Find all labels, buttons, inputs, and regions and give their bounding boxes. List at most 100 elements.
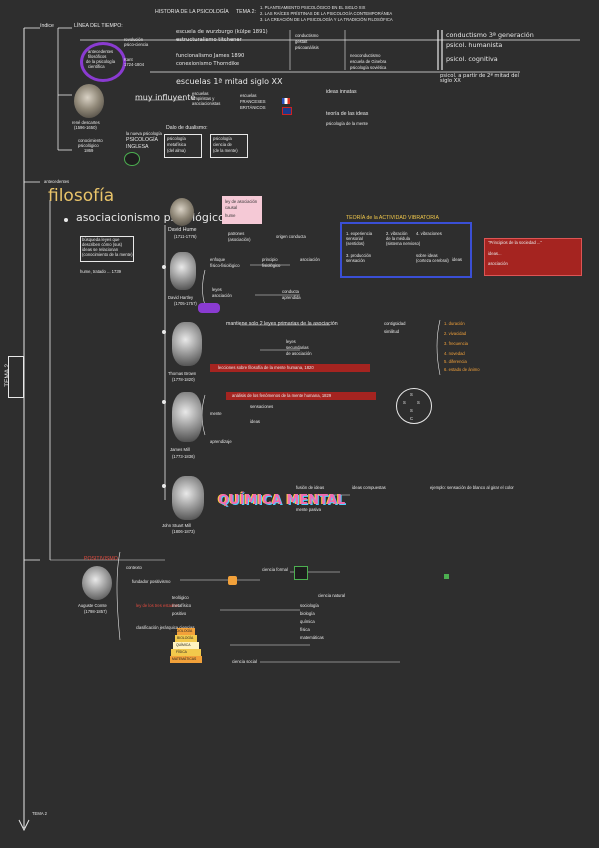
index-label: índice bbox=[40, 23, 54, 29]
antecedentes-4: científica bbox=[88, 64, 105, 69]
ciencia-2: ciencia de bbox=[213, 142, 232, 147]
revolucion-sub: psico-ciencia bbox=[124, 42, 149, 47]
brown-item-3: similitud bbox=[384, 329, 400, 334]
footer-label: TEMA 2 bbox=[32, 811, 47, 816]
brown-item-4: leyes bbox=[286, 339, 296, 344]
brown-item-2: contigüidad bbox=[384, 321, 406, 326]
hume-years: (1711-1776) bbox=[174, 234, 197, 239]
mill-item-2: sensaciones bbox=[250, 404, 274, 409]
header-topic: TEMA 2: bbox=[236, 9, 256, 15]
search-icon bbox=[124, 152, 140, 166]
hartley-path-1: leyes bbox=[212, 287, 222, 292]
brown-item-5: secundarias bbox=[286, 345, 309, 350]
mid-item-1: escuela de wurzburgo (külpe 1891) bbox=[176, 29, 268, 35]
mill-band bbox=[226, 392, 376, 400]
pyramid-label-4: FÍSICA bbox=[176, 650, 187, 654]
brown-years: (1778-1820) bbox=[172, 377, 195, 382]
brown-item-6: de asociación bbox=[286, 351, 312, 356]
hume-note: ley de asociación causal hume bbox=[222, 196, 262, 224]
header-point-2: 2. LAS RAÍCES PRÍSTINAS DE LA PSICOLOGÍA… bbox=[260, 11, 393, 16]
paises-3: BRITÁNICOS bbox=[240, 105, 266, 110]
red-note-1: "Principios de la sociedad ..." bbox=[488, 240, 542, 245]
definicion-4: (conocimiento de la mente) bbox=[82, 252, 133, 257]
positivismo-title: POSITIVISMO bbox=[84, 556, 118, 562]
teoria-cell-8: sensación bbox=[346, 258, 365, 263]
pyramid-level-3: QUÍMICA bbox=[173, 642, 199, 649]
letter-1: S bbox=[410, 392, 413, 397]
pos-item-9: biología bbox=[300, 611, 315, 616]
pos-item-6: ciencia natural bbox=[318, 593, 346, 598]
metafisica-1: psicología bbox=[167, 136, 186, 141]
brown-list-5: 5. diferencia bbox=[444, 359, 467, 364]
hartley-item-5: asociación bbox=[300, 257, 320, 262]
pyramid-label-3: QUÍMICA bbox=[176, 643, 191, 647]
mill-dot bbox=[162, 400, 166, 404]
metafisica-2: metafísica bbox=[167, 142, 187, 147]
asociacionismo-title: asociacionismo psicológico bbox=[76, 211, 225, 224]
right-note: psicol. a partir de 2ª mitad del siglo X… bbox=[440, 73, 519, 85]
mill-item-1: mente bbox=[210, 411, 222, 416]
teoria-box bbox=[340, 222, 472, 278]
hartley-name: David Hartley bbox=[168, 295, 194, 300]
filosofia-title: filosofía bbox=[48, 186, 115, 206]
pos-item-1: contexto bbox=[126, 565, 142, 570]
ciencia-3: (de la mente) bbox=[213, 148, 238, 153]
teoria-cell-12: ideas bbox=[452, 257, 463, 262]
hume-path-1: patrones bbox=[228, 231, 245, 236]
stuart-item-3: mente pasiva bbox=[296, 507, 321, 512]
pyramid-level-2: BIOLOGÍA bbox=[175, 635, 197, 642]
hartley-portrait bbox=[170, 252, 196, 290]
mid-item-4: conexionismo Thorndike bbox=[176, 61, 240, 67]
hume-note-1: ley de asociación bbox=[225, 199, 258, 204]
teoria-cell-9: 4. vibraciones bbox=[416, 231, 442, 236]
hartley-item-2: físico-fisiológico bbox=[210, 263, 240, 268]
hartley-item-3: principio bbox=[262, 257, 278, 262]
pos-item-11: física bbox=[300, 627, 310, 632]
pos-item-7: ciencia social bbox=[232, 659, 257, 664]
escuelas-label: escuelas 1ª mitad siglo XX bbox=[176, 77, 283, 86]
pos-item-2: fundador positivismo bbox=[132, 579, 171, 584]
hume-note-3: hume bbox=[225, 213, 236, 218]
mid-item-3: funcionalismo James 1890 bbox=[176, 53, 245, 59]
hume-path-3: origen conducta bbox=[276, 234, 306, 239]
quimica-mental: QUÍMICA MENTAL bbox=[218, 493, 346, 508]
paises-2: FRANCESES bbox=[240, 99, 266, 104]
hume-note-2: causal bbox=[225, 205, 238, 210]
stuart-dot bbox=[162, 484, 166, 488]
letter-2: S bbox=[403, 400, 406, 405]
mill-item-3: ideas bbox=[250, 419, 261, 424]
pyramid-label-5: MATEMÁTICAS bbox=[172, 657, 197, 661]
psic-inglesa-3: INGLESA bbox=[126, 144, 149, 150]
teoria-cell-5: de la médula bbox=[386, 236, 410, 241]
timeline-label: LÍNEA DEL TIEMPO: bbox=[74, 23, 123, 29]
col3-2: gestalt bbox=[295, 39, 308, 44]
antecedentes-2: filosóficos bbox=[88, 54, 107, 59]
revolucion: revolución bbox=[124, 37, 144, 42]
paises-1: escuelas bbox=[240, 93, 257, 98]
teoria-ideas: teoría de las ideas bbox=[326, 111, 369, 117]
mill-name: James Mill bbox=[170, 447, 190, 452]
teoria-cell-1: 1. experiencia bbox=[346, 231, 373, 236]
stuart-item-1: fusión de ideas bbox=[296, 485, 325, 490]
mill-item-4: aprendizaje bbox=[210, 439, 232, 444]
pos-item-3: ley de los tres estadios bbox=[136, 603, 179, 608]
kant-years: 1724-1804 bbox=[124, 62, 145, 67]
col4-2: escuela de Ginebra bbox=[350, 59, 387, 64]
brown-list-1: 1. duración bbox=[444, 321, 465, 326]
letter-5: C bbox=[410, 416, 414, 421]
corr-1: conocimiento bbox=[78, 138, 103, 143]
book-icon bbox=[294, 566, 308, 580]
ideas-innatas: ideas innatas bbox=[326, 89, 357, 95]
brown-list-6: 6. estado de ánimo bbox=[444, 367, 480, 372]
pyramid-level-4: FÍSICA bbox=[171, 649, 201, 656]
antecedentes-3: de la psicología bbox=[86, 59, 116, 64]
psic-inglesa-1: la nueva psicología bbox=[126, 131, 162, 136]
hartley-path-2: asociación bbox=[212, 293, 232, 298]
antecedentes-ring bbox=[80, 42, 126, 82]
stuart-portrait bbox=[172, 476, 204, 520]
france-flag-icon bbox=[282, 98, 290, 104]
purple-tag bbox=[198, 303, 220, 313]
definicion-1: búsqueda leyes que bbox=[82, 237, 120, 242]
pyramid-label-2: BIOLOGÍA bbox=[177, 636, 194, 640]
